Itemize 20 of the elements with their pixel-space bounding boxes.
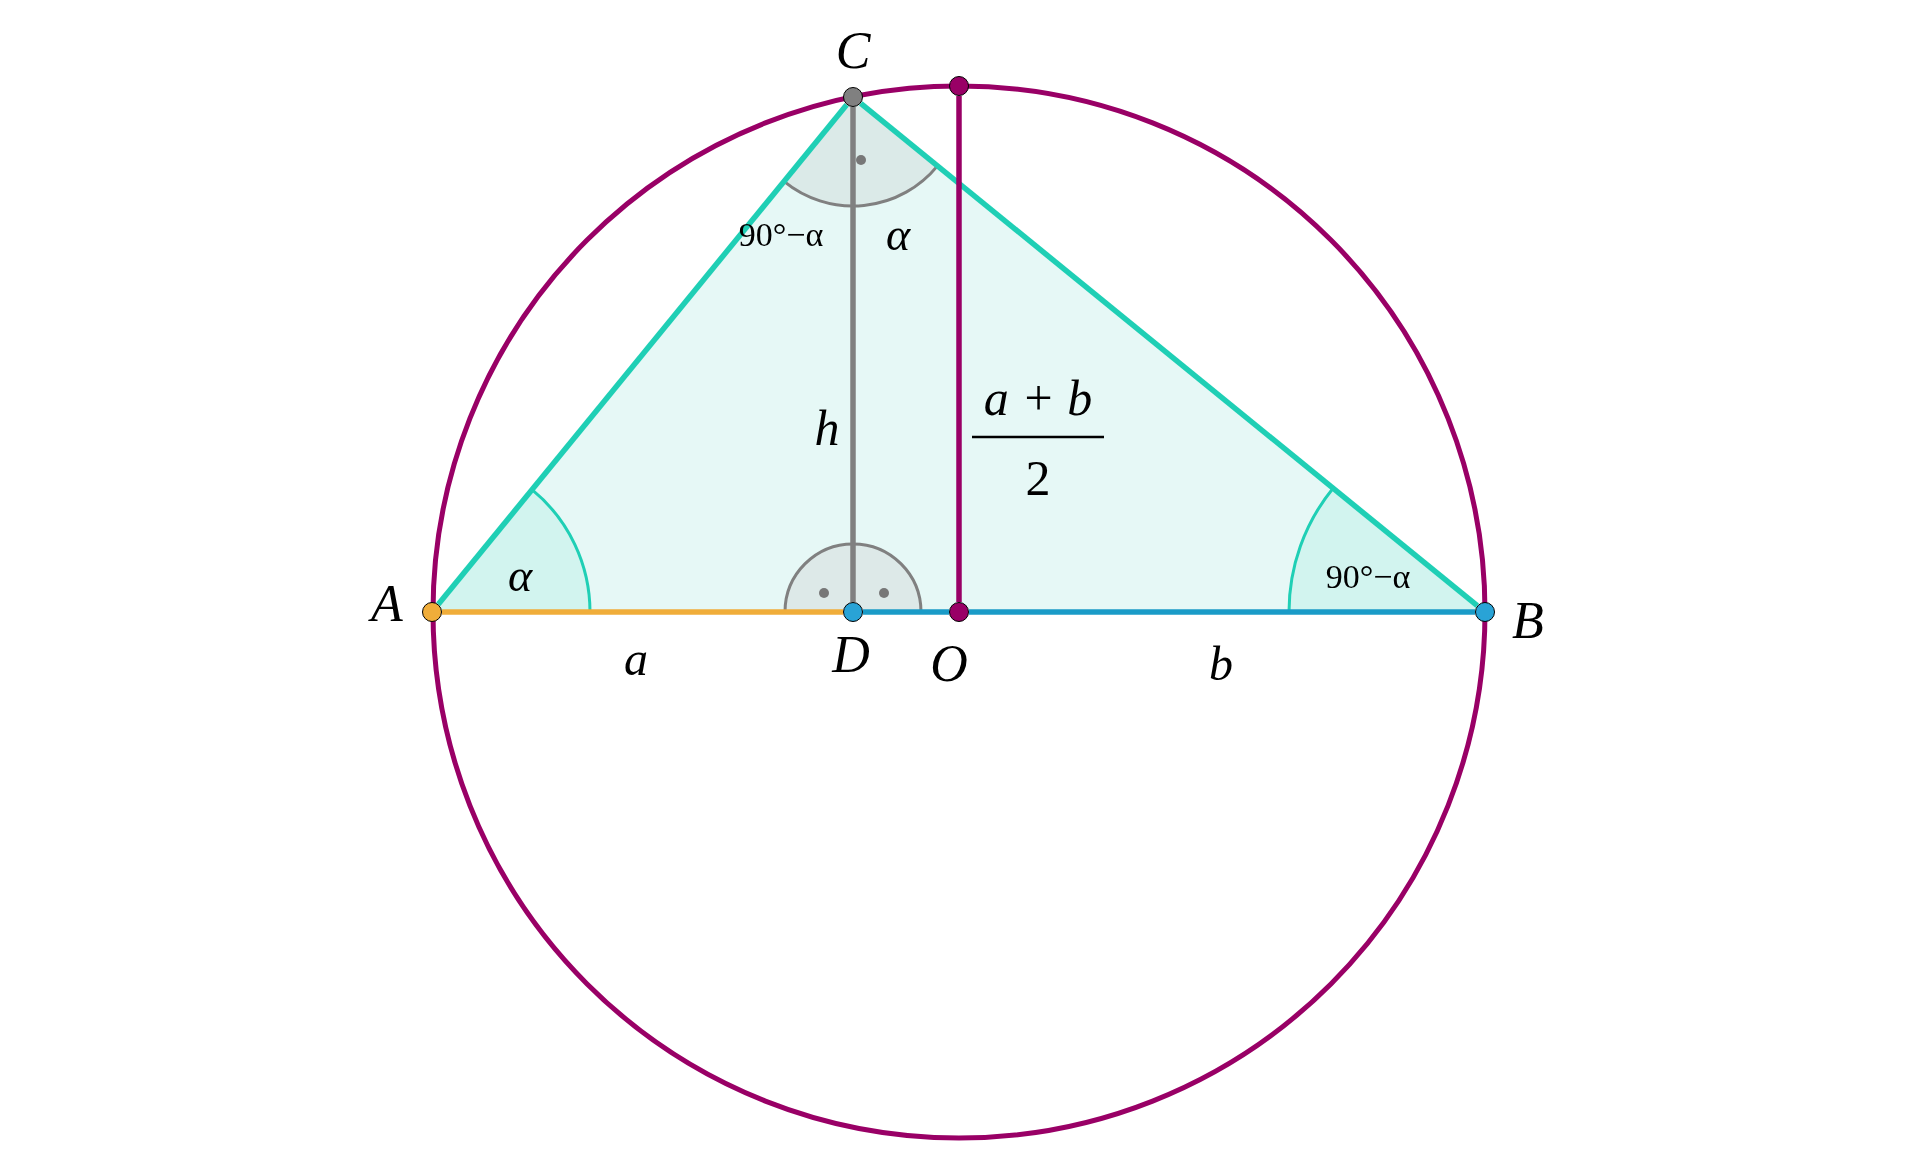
- math-label: α: [885, 212, 911, 258]
- math-label: α: [507, 553, 533, 599]
- line-segment: [850, 107, 856, 602]
- math-label: 90°−α: [738, 218, 824, 252]
- line-segment: [863, 609, 949, 615]
- math-label: b: [1209, 640, 1233, 688]
- math-label: a: [624, 635, 648, 683]
- point-label: C: [835, 25, 871, 77]
- point-label: O: [930, 638, 968, 690]
- line-segment: [956, 96, 962, 602]
- line-segment: [859, 101, 1479, 608]
- math-label: h: [814, 403, 840, 453]
- line-segment: [442, 609, 843, 615]
- math-label: 90°−α: [1325, 560, 1411, 594]
- line-segment: [969, 609, 1475, 615]
- math-label: a + b: [983, 373, 1093, 423]
- point-label: B: [1512, 595, 1544, 647]
- math-label: 2: [1025, 453, 1051, 503]
- line-segment: [436, 103, 849, 606]
- point-label: D: [832, 629, 870, 681]
